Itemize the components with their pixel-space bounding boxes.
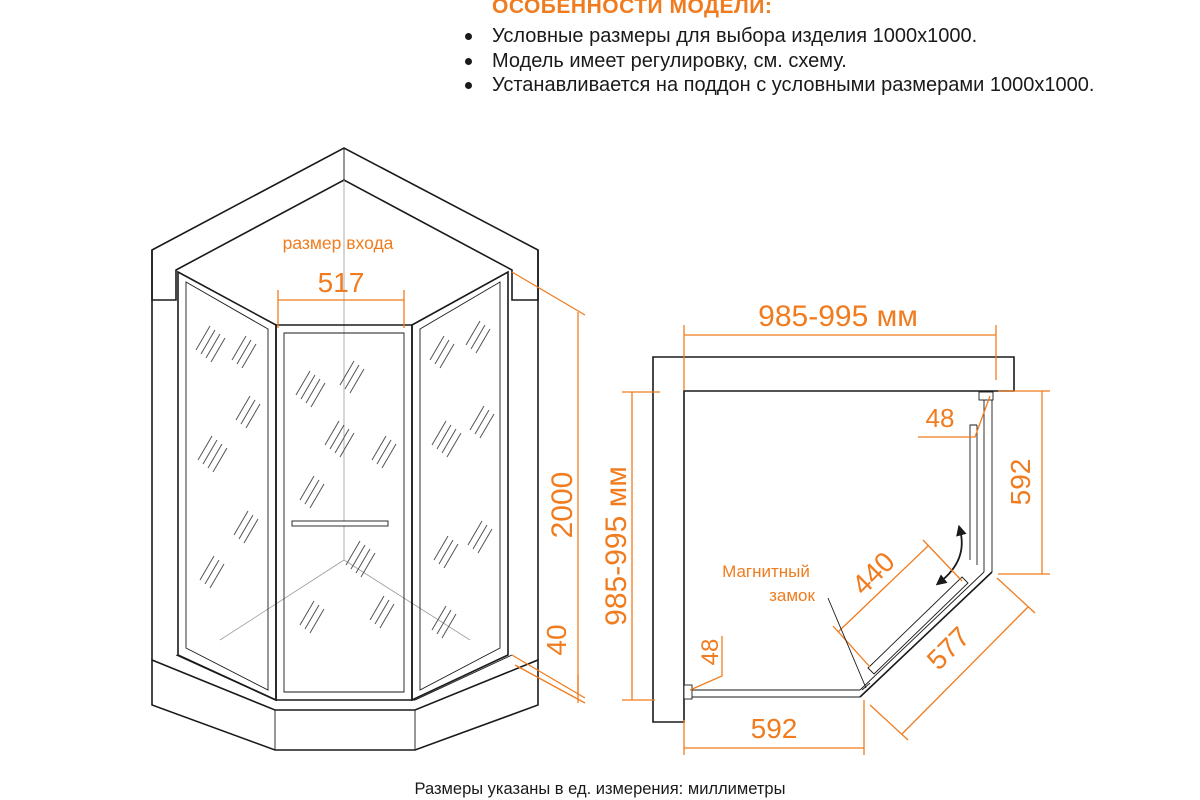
features-title: ОСОБЕННОСТИ МОДЕЛИ: [492, 0, 773, 18]
lock-label-line2: замок [769, 586, 815, 605]
tray-height-value: 40 [541, 624, 572, 655]
features-list: Условные размеры для выбора изделия 1000… [462, 24, 1102, 98]
door-width-value: 440 [846, 546, 901, 601]
side-length-bottom-value: 592 [751, 713, 798, 744]
feature-item: Модель имеет регулировку, см. схему. [462, 49, 1102, 74]
depth-range-value: 985-995 мм [600, 466, 633, 626]
front-view: размер входа 517 2000 40 [151, 147, 586, 751]
glass-glare-marks [195, 320, 495, 639]
entrance-label: размер входа [283, 233, 394, 253]
feature-item: Условные размеры для выбора изделия 1000… [462, 24, 1102, 49]
side-length-right-value: 592 [1005, 459, 1036, 506]
footnote: Размеры указаны в ед. измерения: миллиме… [414, 780, 786, 798]
feature-item: Устанавливается на поддон с условными ра… [462, 73, 1102, 98]
features-block: ОСОБЕННОСТИ МОДЕЛИ: Условные размеры для… [462, 0, 1102, 98]
height-value: 2000 [546, 472, 579, 539]
offset-bottom-value: 48 [697, 639, 724, 666]
lock-label-line1: Магнитный [722, 562, 810, 581]
offset-right-value: 48 [926, 403, 955, 433]
entrance-width-value: 517 [318, 267, 365, 298]
width-range-value: 985-995 мм [758, 300, 918, 333]
top-view: 985-995 мм 985-995 мм 48 592 48 592 440 … [600, 300, 1050, 755]
